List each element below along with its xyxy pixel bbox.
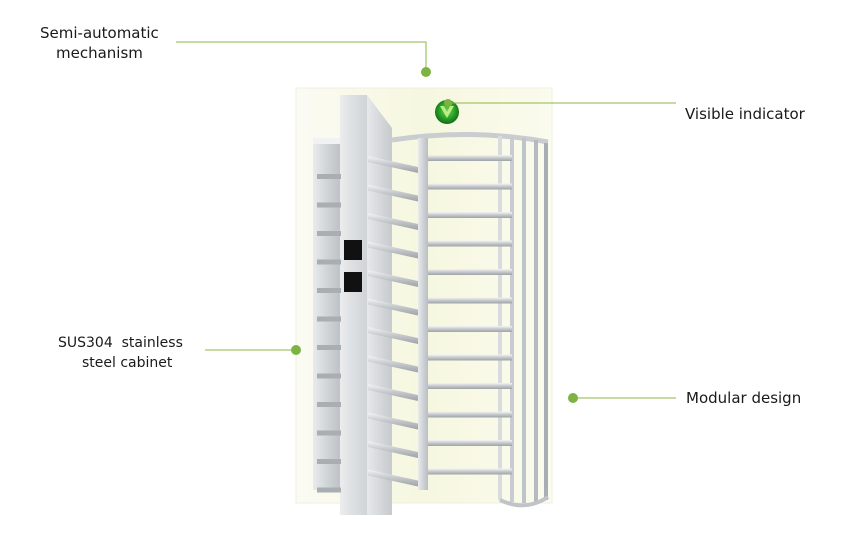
callout-dots: [291, 67, 578, 403]
callout-label-semi-automatic: Semi-automatic mechanism: [40, 23, 159, 63]
rotor-arms: [428, 155, 512, 475]
rotor-arm-left: [368, 298, 418, 316]
rotor-arm-left: [368, 441, 418, 458]
post-stub: [317, 231, 341, 236]
rotor-arm-left: [368, 355, 418, 373]
rotor-arm-left: [368, 270, 418, 287]
rotor-arm: [428, 155, 512, 161]
rotor-arm-left: [368, 469, 418, 487]
post-stub: [317, 316, 341, 322]
callout-label-visible-indicator-text: Visible indicator: [685, 105, 805, 123]
callout-label-semi-automatic-line1: Semi-automatic: [40, 24, 159, 42]
rotor-arm: [428, 411, 512, 418]
callout-label-cabinet-line2: steel cabinet: [82, 355, 173, 371]
rotor-arm-left: [368, 384, 418, 401]
post-stub: [317, 202, 341, 208]
canopy-arc: [391, 131, 549, 145]
callout-label-modular-text: Modular design: [686, 389, 802, 407]
visible-indicator: [435, 100, 459, 124]
callout-dot-visible-indicator: [444, 99, 452, 107]
rotor-arm: [428, 440, 512, 446]
post-stub: [317, 174, 341, 179]
callout-label-visible-indicator: Visible indicator: [685, 104, 805, 124]
callout-label-modular: Modular design: [686, 388, 801, 408]
callout-dot-cabinet: [291, 345, 301, 355]
callout-lines: [176, 41, 676, 399]
rotor-arm-left: [368, 156, 418, 173]
rotor-arm: [428, 383, 512, 389]
post-stub: [317, 402, 341, 407]
rotor-arm-left: [368, 213, 418, 230]
post-stub: [317, 259, 341, 265]
card-reader-icon: [344, 272, 362, 292]
rotor-arm: [428, 326, 512, 332]
callout-label-semi-automatic-line2: mechanism: [56, 44, 143, 62]
callout-line-semi-automatic: [176, 41, 427, 72]
rotor-shaft: [418, 138, 428, 490]
post-stub: [317, 459, 341, 464]
post-stub: [317, 430, 341, 436]
green-arrow-indicator-icon: [440, 106, 454, 118]
left-post: [313, 138, 343, 490]
rotor-arm: [428, 297, 512, 304]
post-stub: [317, 373, 341, 379]
rotor-arm: [428, 468, 512, 475]
card-reader-icon: [344, 240, 362, 260]
post-stub: [317, 345, 341, 350]
callout-label-cabinet-line1: SUS304 stainless: [58, 335, 183, 351]
post-stub: [317, 288, 341, 293]
callout-dot-semi-automatic: [421, 67, 431, 77]
rotor-arm: [428, 183, 512, 190]
rotor-arm: [428, 354, 512, 361]
rotor-arm-left: [368, 327, 418, 344]
rotor-arm-left: [368, 184, 418, 202]
rotor-arm: [428, 212, 512, 218]
post-stub: [317, 487, 341, 493]
rotor-arm-left: [368, 241, 418, 259]
callout-dot-modular: [568, 393, 578, 403]
callout-label-cabinet: SUS304 stainless steel cabinet: [58, 333, 183, 373]
rotor-arms-left: [368, 156, 418, 487]
rotor-arm: [428, 240, 512, 247]
rotor-arm-left: [368, 412, 418, 430]
post-stubs: [317, 174, 341, 493]
rotor-arm: [428, 269, 512, 275]
